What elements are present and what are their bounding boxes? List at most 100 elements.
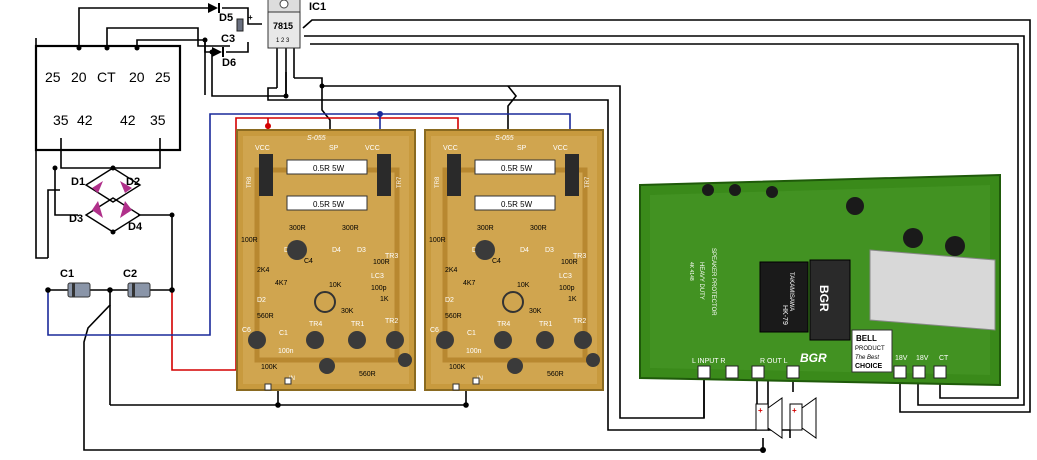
- board1-tr3: TR3: [385, 253, 398, 260]
- product-line-1: BELL: [856, 334, 877, 343]
- board2-tr1: TR1: [539, 321, 552, 328]
- board1-c6: C6: [242, 327, 251, 334]
- board2-r300-b: 300R: [530, 225, 547, 232]
- board1-vcc-minus: VCC: [365, 145, 380, 152]
- board2-d2: D2: [445, 297, 454, 304]
- board1-tr2: TR2: [385, 318, 398, 325]
- board2-r1k: 1K: [568, 296, 577, 303]
- protector-part-code: 4K 4148: [688, 262, 694, 281]
- board2-r30k: 30K: [529, 308, 542, 315]
- board1-c1: C1: [279, 330, 288, 337]
- d2-label: D2: [126, 176, 140, 188]
- board2-tr8: TR8: [435, 176, 441, 188]
- board1-vcc-plus: VCC: [255, 145, 270, 152]
- amplifier-board-right: 0.5R 5W 0.5R 5W S-055 SP VCC VCC TR8 TR7…: [424, 129, 604, 391]
- board2-r4k7: 4K7: [463, 280, 476, 287]
- board2-id: S-055: [495, 135, 514, 142]
- regulator-7815: 7815 1 2 3 IC1: [267, 0, 326, 49]
- tap-top-4: 20: [129, 69, 145, 85]
- protector-brand: BGR: [800, 351, 827, 365]
- board2-tr2: TR2: [573, 318, 586, 325]
- protector-title-2: SPEAKER PROTECTOR: [710, 248, 716, 316]
- board1-tr4: TR4: [309, 321, 322, 328]
- regulator-name: IC1: [309, 1, 326, 13]
- board1-d4: D4: [332, 247, 341, 254]
- board1-r2k4: 2K4: [257, 267, 270, 274]
- board1-r10k: 10K: [329, 282, 342, 289]
- c2-label: C2: [123, 268, 137, 280]
- board1-r30k: 30K: [341, 308, 354, 315]
- regulator-pins: 1 2 3: [276, 38, 290, 44]
- board1-r300-a: 300R: [289, 225, 306, 232]
- black-wiring: [35, 7, 1031, 451]
- board2-r100k: 100K: [449, 364, 466, 371]
- tap-bottom-3: 42: [120, 112, 136, 128]
- board1-r100: 100R: [241, 237, 258, 244]
- product-line-4: CHOICE: [855, 363, 883, 370]
- board1-lc3: LC3: [371, 273, 384, 280]
- board1-tr8: TR8: [247, 176, 253, 188]
- product-line-3: The Best: [855, 355, 879, 361]
- board1-r300-b: 300R: [342, 225, 359, 232]
- relay-model: HK-79: [781, 305, 788, 325]
- board1-r100k: 100K: [261, 364, 278, 371]
- supply-ct: CT: [939, 355, 949, 362]
- board1-res2: 0.5R 5W: [313, 200, 345, 209]
- tap-bottom-2: 42: [77, 112, 93, 128]
- filter-capacitors: C1 C2: [60, 268, 151, 298]
- board1-sp: SP: [329, 145, 339, 152]
- board2-tr4: TR4: [497, 321, 510, 328]
- board2-d4: D4: [520, 247, 529, 254]
- regulator-part: 7815: [273, 21, 293, 31]
- board1-r4k7: 4K7: [275, 280, 288, 287]
- board2-r2k4: 2K4: [445, 267, 458, 274]
- input-label: L INPUT R: [692, 358, 725, 365]
- svg-text:+: +: [792, 406, 797, 415]
- board1-r100b: 100R: [373, 259, 390, 266]
- board2-r300-a: 300R: [477, 225, 494, 232]
- board1-tr1: TR1: [351, 321, 364, 328]
- tap-bottom-4: 35: [150, 112, 166, 128]
- tap-top-5: 25: [155, 69, 171, 85]
- speakers: + +: [755, 397, 817, 439]
- product-line-2: PRODUCT: [855, 346, 885, 352]
- board2-r560: 560R: [445, 313, 462, 320]
- board1-r560: 560R: [257, 313, 274, 320]
- board1-id: S-055: [307, 135, 326, 142]
- board2-vcc-plus: VCC: [443, 145, 458, 152]
- board1-in: IN: [289, 376, 295, 382]
- board1-r1k: 1K: [380, 296, 389, 303]
- d3-label: D3: [69, 213, 83, 225]
- board2-c100n: 100n: [466, 348, 482, 355]
- bridge-rectifier: D1 D2 D3 D4: [69, 165, 143, 235]
- board2-r10k: 10K: [517, 282, 530, 289]
- board2-res1: 0.5R 5W: [501, 164, 533, 173]
- board2-res2: 0.5R 5W: [501, 200, 533, 209]
- supply-v2: 18V: [916, 355, 929, 362]
- board2-tr7: TR7: [585, 176, 591, 188]
- board1-c100p: 100p: [371, 285, 387, 292]
- board2-lc3: LC3: [559, 273, 572, 280]
- board1-res1: 0.5R 5W: [313, 164, 345, 173]
- d5-label: D5: [219, 12, 233, 24]
- c3-plus: +: [248, 13, 253, 22]
- svg-text:BGR: BGR: [817, 285, 831, 312]
- board2-sp: SP: [517, 145, 527, 152]
- tap-top-1: 25: [45, 69, 61, 85]
- board2-c6: C6: [430, 327, 439, 334]
- svg-text:+: +: [758, 406, 763, 415]
- board2-tr3: TR3: [573, 253, 586, 260]
- board1-r560b: 560R: [359, 371, 376, 378]
- tap-top-3: CT: [97, 69, 116, 85]
- board2-d3: D3: [545, 247, 554, 254]
- board2-r100: 100R: [429, 237, 446, 244]
- protector-title-1: HEAVY DUTY: [698, 262, 704, 300]
- board2-vcc-minus: VCC: [553, 145, 568, 152]
- c3-label: C3: [221, 33, 235, 45]
- transformer-block: 25 20 CT 20 25 35 42 42 35: [34, 44, 182, 152]
- amplifier-board-left: 0.5R 5W 0.5R 5W S-055 SP VCC VCC TR8 TR7…: [236, 129, 416, 391]
- regulator-diodes: D5 D6 C3 +: [208, 3, 253, 69]
- board2-c100p: 100p: [559, 285, 575, 292]
- tap-bottom-1: 35: [53, 112, 69, 128]
